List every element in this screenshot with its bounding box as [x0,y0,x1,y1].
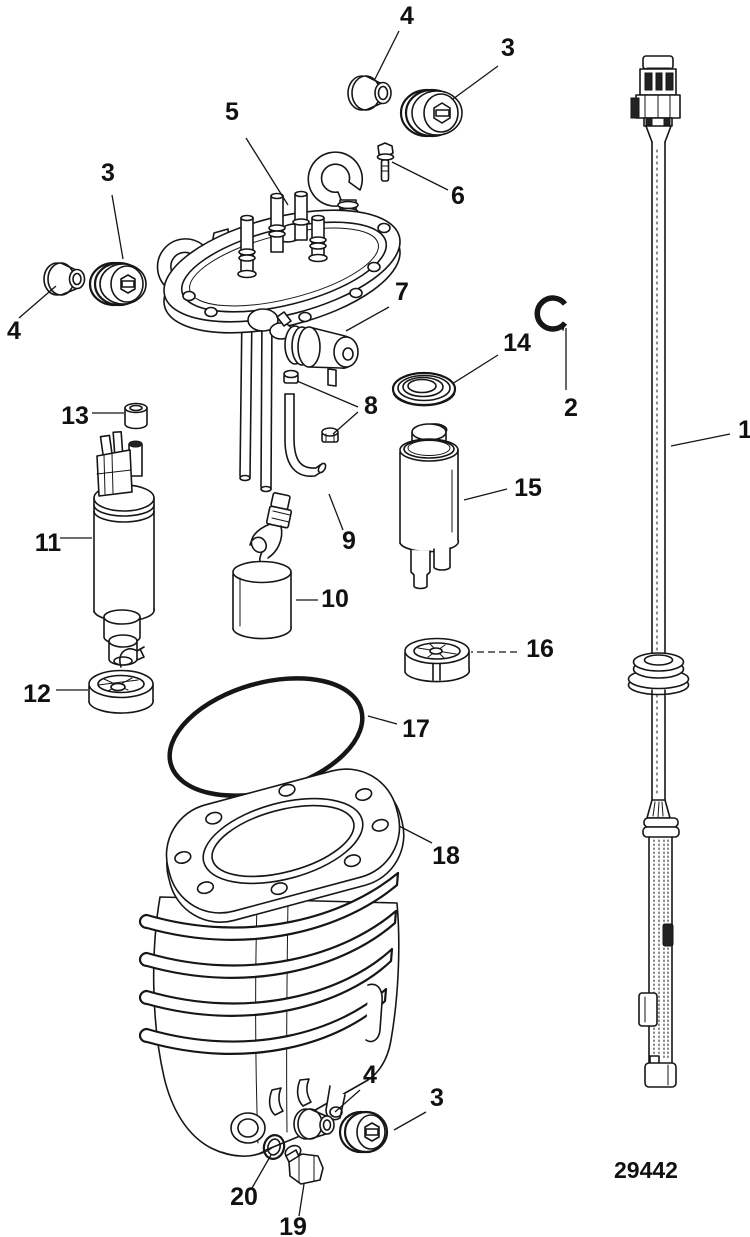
part-16-retainer-cup [404,637,471,683]
callout-label-4-top: 4 [400,2,414,30]
wire-bundle [638,836,677,1088]
part-1-sender-cable-assembly [627,55,690,1088]
right-hook [307,151,364,207]
callout-label-8: 8 [364,392,378,420]
leader-3-left [111,194,124,260]
part-18-adapter-plate [165,768,405,923]
tank-rib [138,947,394,1017]
part-6-bolt [376,142,395,182]
part-2-retaining-clip [534,295,568,332]
part-20-oring-small [262,1134,286,1160]
leader-14 [451,354,499,385]
callout-label-13: 13 [61,402,89,430]
part-4-grommet-top [347,75,392,111]
leader-17 [367,715,398,725]
leader-19 [298,1183,305,1217]
leader-15 [463,488,508,501]
probe-boot [642,799,680,838]
callout-label-3-left: 3 [101,159,115,187]
callout-label-7: 7 [395,278,409,306]
callout-label-20: 20 [230,1183,258,1211]
callout-label-18: 18 [432,842,460,870]
leader-20 [251,1154,272,1189]
callout-label-3-top: 3 [501,34,515,62]
part-15-fuel-filter [399,423,460,590]
leader-9 [328,493,344,531]
part-13-bushing [124,402,148,430]
callout-label-19: 19 [279,1213,307,1237]
leader-5 [245,137,289,206]
leader-8 [296,380,359,435]
drawing-number: 29442 [614,1157,678,1183]
part-4-grommet-bottom [293,1108,335,1140]
leader-lines [18,30,731,1217]
callout-label-16: 16 [526,635,554,663]
part-14-seal [391,371,457,407]
leader-4-top [374,30,400,80]
fuel-tube-2 [260,311,273,490]
part-3-plug-top [399,88,463,138]
callout-label-5: 5 [225,98,239,126]
part-4-grommet-left [43,262,86,296]
part-9-hose [284,393,327,477]
probe-grommet [627,652,690,696]
mounting-studs [237,190,328,279]
part-12-strainer [88,646,154,714]
flange-bolt-holes [174,783,389,896]
callout-label-3-bottom: 3 [430,1084,444,1112]
part-5-cover-plate-assembly [156,151,401,493]
part-3-plug-bottom [338,1110,389,1154]
probe-tube [651,141,666,658]
leader-3-top [452,65,499,100]
leader-4-left [18,285,57,319]
leader-7 [345,306,390,332]
fuel-tube-1 [239,309,253,479]
leader-1 [670,433,731,447]
part-19-drain-plug [284,1144,324,1185]
callout-label-15: 15 [514,474,542,502]
callout-label-4-left: 4 [7,317,21,345]
part-10-filter-cup-harness [232,492,293,640]
bundle-clip [638,992,658,1027]
callout-label-6: 6 [451,182,465,210]
pump-connector [96,449,133,497]
part-3-plug-left [88,261,147,307]
bundle-connector [644,1062,677,1088]
leader-3-bottom [393,1111,427,1131]
callout-labels: 4 3 5 6 3 4 7 14 2 8 13 1 15 11 9 10 16 … [7,2,750,1237]
callout-label-9: 9 [342,527,356,555]
callout-label-10: 10 [321,585,349,613]
callout-label-4-bottom: 4 [363,1061,377,1089]
leader-4-bottom [334,1089,361,1113]
part-11-fuel-pump [93,430,155,666]
callout-label-17: 17 [402,715,430,743]
tank-rib [138,909,398,979]
tank-rib [138,871,400,941]
callout-label-14: 14 [503,329,531,357]
part-8-nuts [283,369,339,443]
plate-face [163,209,401,323]
callout-label-11: 11 [35,529,62,557]
callout-label-1: 1 [738,416,750,444]
callout-label-12: 12 [23,680,51,708]
callout-label-2: 2 [564,394,578,422]
tank-rib [138,987,388,1055]
tank-body [138,871,400,1157]
connector-cap [642,55,674,70]
leader-18 [398,825,433,844]
leader-6 [391,161,449,191]
part-7-pressure-regulator [276,311,359,387]
